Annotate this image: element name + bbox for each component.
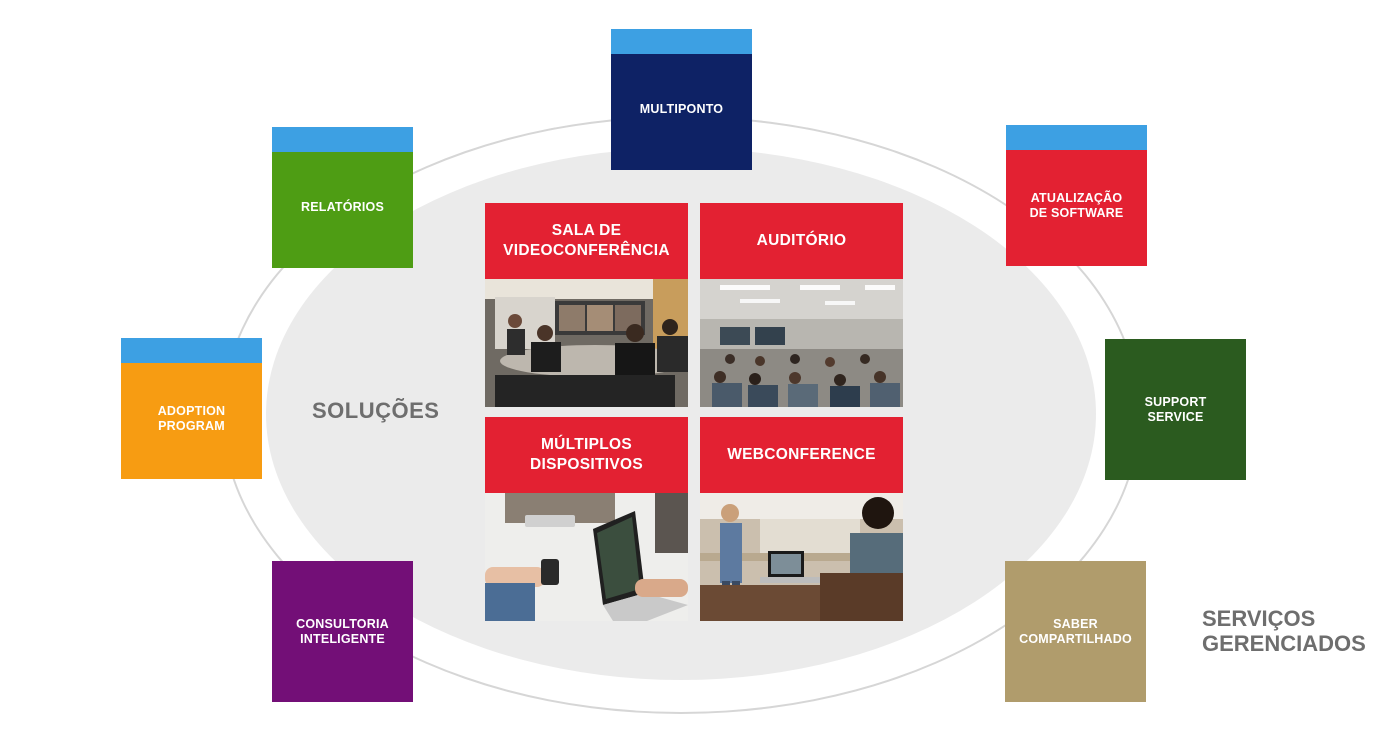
tile-label: ADOPTION (157, 403, 226, 418)
tile-label: SABER (1053, 616, 1098, 631)
videoconference-room-photo-icon (485, 279, 688, 407)
solution-header: MÚLTIPLOS DISPOSITIVOS (485, 417, 688, 493)
solution-webconference: WEBCONFERENCE (700, 417, 903, 621)
solution-multiplos-dispositivos: MÚLTIPLOS DISPOSITIVOS (485, 417, 688, 621)
solution-title: WEBCONFERENCE (727, 446, 876, 463)
devices-photo-icon (485, 493, 688, 621)
tile-consultoria-inteligente: CONSULTORIA INTELIGENTE (272, 561, 413, 702)
tile-cap (611, 29, 752, 54)
solution-header: SALA DE VIDEOCONFERÊNCIA (485, 203, 688, 279)
managed-services-label: SERVIÇOS GERENCIADOS (1202, 606, 1366, 656)
tile-label: CONSULTORIA (296, 616, 389, 631)
solution-sala-videoconferencia: SALA DE VIDEOCONFERÊNCIA (485, 203, 688, 407)
tile-multiponto: MULTIPONTO (611, 29, 752, 170)
tile-support-service: SUPPORT SERVICE (1105, 339, 1246, 480)
tile-label: INTELIGENTE (300, 631, 385, 646)
solution-header: WEBCONFERENCE (700, 417, 903, 493)
tile-label: DE SOFTWARE (1029, 205, 1124, 220)
tile-label: RELATÓRIOS (300, 200, 385, 214)
tile-cap (121, 338, 262, 363)
webconference-photo-icon (700, 493, 903, 621)
tile-atualizacao-software: ATUALIZAÇÃO DE SOFTWARE (1006, 125, 1147, 266)
solution-title: VIDEOCONFERÊNCIA (503, 242, 670, 259)
tile-cap (272, 127, 413, 152)
solution-title: MÚLTIPLOS (540, 436, 633, 453)
solution-title: DISPOSITIVOS (530, 456, 643, 473)
tile-saber-compartilhado: SABER COMPARTILHADO (1005, 561, 1146, 702)
tile-relatorios: RELATÓRIOS (272, 127, 413, 268)
solution-title: SALA DE (551, 222, 622, 239)
tile-label: SUPPORT (1144, 394, 1207, 409)
solution-auditorio: AUDITÓRIO (700, 203, 903, 407)
auditorium-photo-icon (700, 279, 903, 407)
tile-label: ATUALIZAÇÃO (1030, 190, 1123, 205)
solution-header: AUDITÓRIO (700, 203, 903, 279)
tile-adoption-program: ADOPTION PROGRAM (121, 338, 262, 479)
managed-services-label-line: GERENCIADOS (1202, 631, 1366, 656)
solutions-label: SOLUÇÕES (312, 398, 440, 423)
tile-label: COMPARTILHADO (1019, 631, 1132, 646)
tile-label: PROGRAM (158, 418, 225, 433)
tile-cap (1006, 125, 1147, 150)
tile-label: SERVICE (1147, 409, 1204, 424)
tile-label: MULTIPONTO (639, 102, 724, 116)
solution-title: AUDITÓRIO (756, 232, 847, 249)
managed-services-label-line: SERVIÇOS (1202, 606, 1316, 631)
